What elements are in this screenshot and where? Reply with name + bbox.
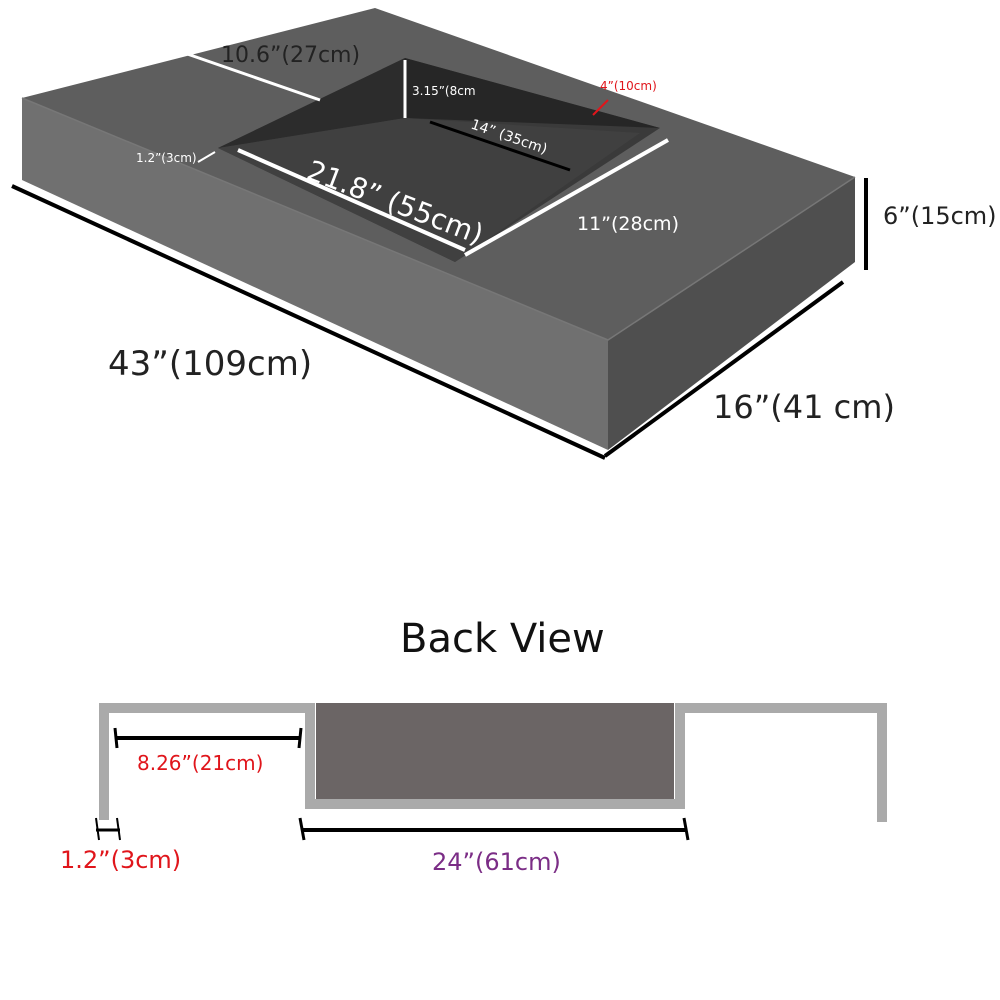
basin-floor (218, 118, 640, 262)
top-view: 10.6”(27cm) 3.15”(8cm 4”(10cm) 14” (35cm… (11, 8, 997, 460)
rim-back-mark (592, 99, 609, 116)
left-gap-tick-r (297, 727, 303, 749)
back-view-center-panel (316, 703, 674, 799)
left-gap-label: 8.26”(21cm) (137, 751, 263, 775)
center-tick-r (682, 817, 690, 841)
height-label: 6”(15cm) (883, 202, 997, 230)
basin-front-line (237, 148, 466, 252)
left-shelf-label: 10.6”(27cm) (221, 43, 360, 68)
rim-front-label: 1.2”(3cm) (136, 151, 197, 165)
wall-tick-l (95, 817, 100, 841)
center-tick-l (298, 817, 306, 841)
vanity-top-edge (21, 97, 856, 341)
center-label: 24”(61cm) (432, 848, 561, 876)
length-dimension-line (11, 184, 606, 460)
length-label: 43”(109cm) (108, 344, 312, 384)
back-view-title: Back View (400, 616, 605, 662)
left-gap-tick-l (113, 727, 119, 749)
wall-label: 1.2”(3cm) (60, 846, 181, 874)
back-view-frame (99, 703, 887, 822)
vanity-front-face (22, 98, 608, 450)
width-label: 16”(41 cm) (713, 388, 895, 426)
rim-back-label: 4”(10cm) (600, 79, 657, 93)
width-dimension-line (603, 280, 845, 458)
basin-back-line (429, 120, 571, 172)
basin-right-label: 11”(28cm) (577, 213, 679, 235)
basin-depth-label: 3.15”(8cm (412, 84, 476, 98)
rim-front-line (197, 151, 216, 163)
vanity-side-face (608, 177, 855, 450)
wall-tick-r (116, 817, 121, 841)
basin-right-line (464, 138, 669, 257)
back-view: Back View 8.26”(21cm) 1.2”(3cm) 24”(61cm… (60, 616, 887, 876)
left-shelf-line (169, 46, 321, 102)
